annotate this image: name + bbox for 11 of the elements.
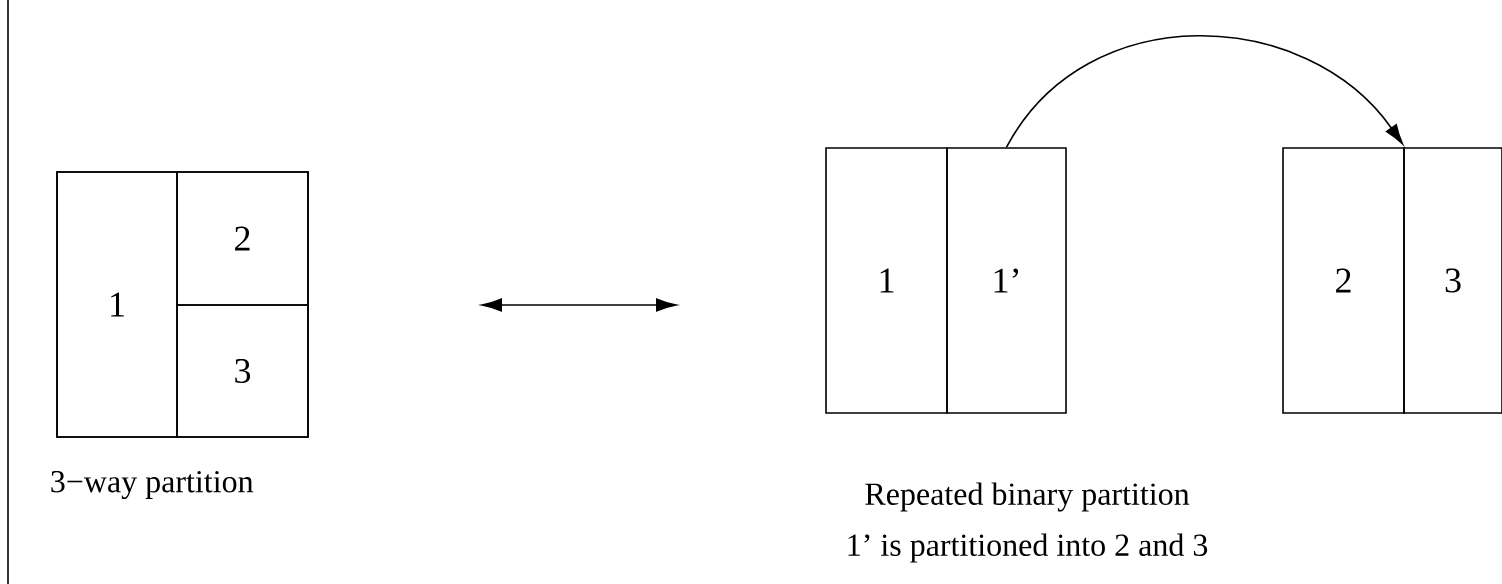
partition-cell: 2 (176, 171, 309, 306)
caption: Repeated binary partition (865, 482, 1190, 512)
caption: 1’ is partitioned into 2 and 3 (848, 533, 1208, 563)
partition-cell: 1 (825, 147, 948, 414)
partition-cell: 1 (56, 171, 178, 438)
partition-cell: 1’ (946, 147, 1067, 414)
partition-cell: 3 (1403, 147, 1502, 414)
partition-cell: 2 (1282, 147, 1405, 414)
arrow (1005, 34, 1404, 148)
caption: 3−way partition (51, 470, 254, 500)
partition-cell: 3 (176, 304, 309, 438)
